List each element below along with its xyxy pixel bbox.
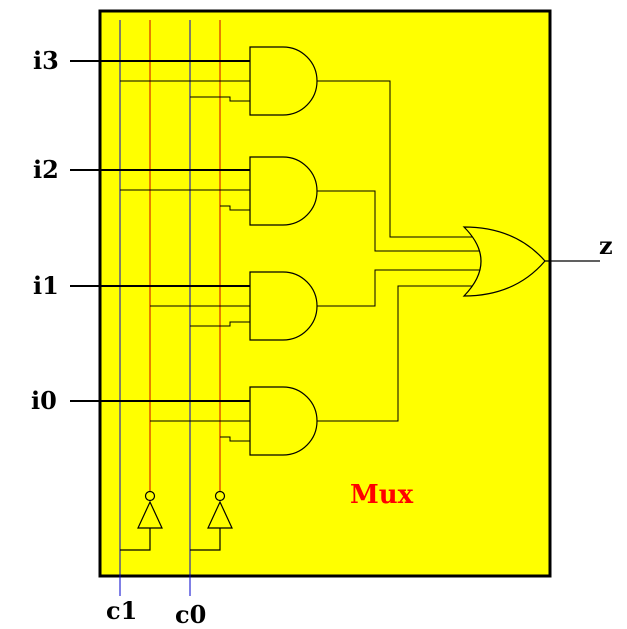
control-wires: [119, 20, 191, 596]
inverter-c1-input-wire: [120, 528, 151, 551]
data-input-wires: [70, 60, 250, 402]
inverter-c1-bubble: [144, 490, 156, 502]
inverters: [120, 490, 233, 551]
input-label-i2: i2: [33, 155, 59, 184]
and-gate-i3: [249, 46, 318, 116]
input-label-i1: i1: [33, 271, 59, 300]
and-gate-i0: [249, 386, 318, 456]
mux-title: Mux: [350, 480, 414, 510]
inverter-c0-bubble: [214, 490, 226, 502]
and-to-or-wires: [317, 80, 480, 422]
and-gates: [249, 46, 318, 456]
select-taps: [120, 80, 250, 442]
control-label-c0: c0: [175, 600, 207, 629]
input-label-i3: i3: [33, 46, 59, 75]
input-label-i0: i0: [31, 386, 57, 415]
inverted-control-wires: [149, 20, 221, 491]
inverter-c0-input-wire: [190, 528, 221, 551]
or-gate: [462, 226, 546, 297]
control-label-c1: c1: [106, 596, 138, 625]
output-label-z: z: [599, 231, 613, 260]
and-gate-i2: [249, 156, 318, 226]
and-gate-i1: [249, 271, 318, 341]
